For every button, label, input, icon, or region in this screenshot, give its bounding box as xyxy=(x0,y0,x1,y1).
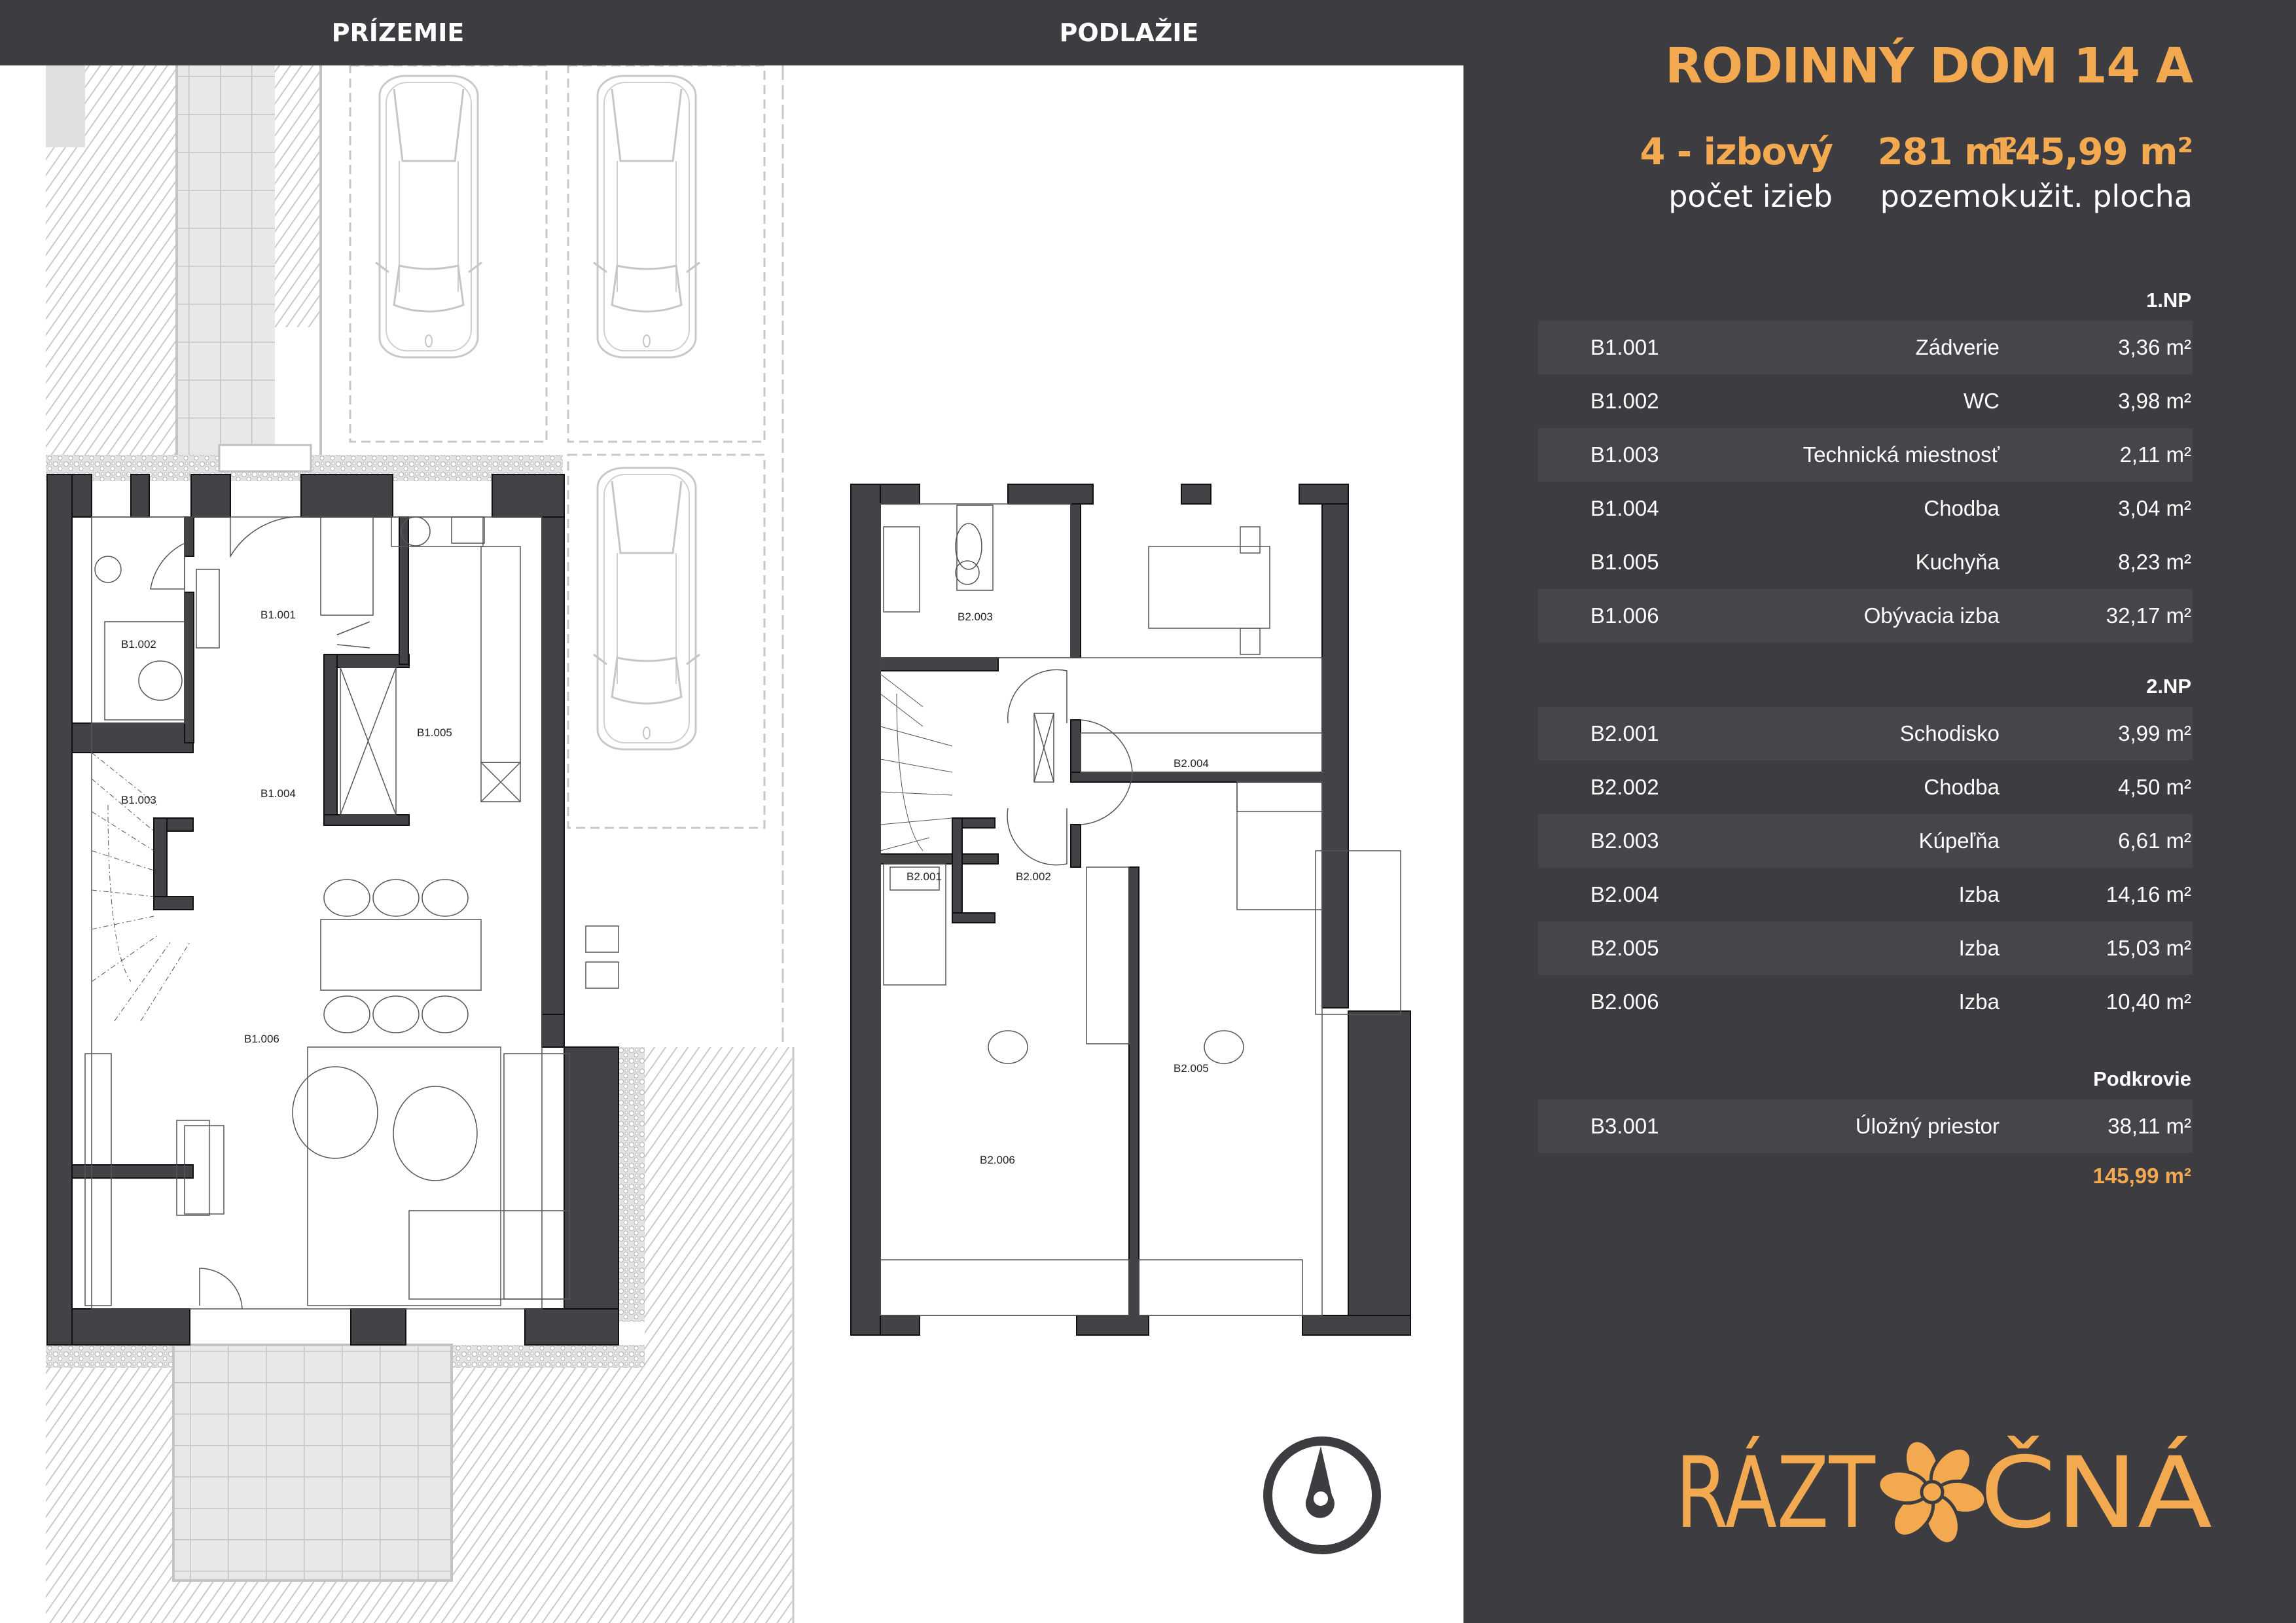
room-label-B1.006: B1.006 xyxy=(244,1033,279,1045)
room-name: Kuchyňa xyxy=(1915,550,2000,574)
room-label-B1.002: B1.002 xyxy=(121,638,156,651)
room-name: Obývacia izba xyxy=(1863,603,2000,628)
room-name: WC xyxy=(1964,389,2000,413)
room-area: 3,98 m² xyxy=(2118,389,2191,413)
north-arrow-icon xyxy=(1260,1433,1384,1558)
room-area: 8,23 m² xyxy=(2118,550,2191,574)
site-plan-drawing: B1.001 B1.002 B1.003 B1.004 B1.005 B1.00… xyxy=(46,65,1411,1623)
stat-rooms-value: 4 - izbový xyxy=(1640,131,1833,173)
room-code: B1.004 xyxy=(1590,496,1659,520)
logo-text-left: RÁZT xyxy=(1676,1436,1876,1544)
room-area: 14,16 m² xyxy=(2106,882,2191,906)
room-label-B1.003: B1.003 xyxy=(121,794,156,806)
room-name: Technická miestnosť xyxy=(1803,442,2000,467)
room-table-attic: Podkrovie B3.001 Úložný priestor 38,11 m… xyxy=(1538,1059,2193,1199)
section-heading: 2.NP xyxy=(2146,675,2191,698)
room-area: 4,50 m² xyxy=(2118,775,2191,799)
room-code: B2.001 xyxy=(1590,721,1659,745)
table-row: B1.004 Chodba 3,04 m² xyxy=(1538,482,2193,535)
table-row: B2.005 Izba 15,03 m² xyxy=(1538,921,2193,975)
room-code: B1.003 xyxy=(1590,442,1659,467)
table-row: B1.002 WC 3,98 m² xyxy=(1538,374,2193,428)
room-name: Izba xyxy=(1958,882,2000,906)
table-row: B2.004 Izba 14,16 m² xyxy=(1538,868,2193,921)
room-area: 3,36 m² xyxy=(2118,335,2191,359)
tab-ground-floor[interactable]: PRÍZEMIE xyxy=(331,18,465,47)
room-area: 32,17 m² xyxy=(2106,603,2191,628)
room-area: 3,99 m² xyxy=(2118,721,2191,745)
room-label-B2.004: B2.004 xyxy=(1174,757,1209,770)
room-label-B2.003: B2.003 xyxy=(958,611,993,623)
table-row: B1.006 Obývacia izba 32,17 m² xyxy=(1538,589,2193,643)
room-code: B1.006 xyxy=(1590,603,1659,628)
room-label-B1.001: B1.001 xyxy=(260,609,296,621)
section-heading: 1.NP xyxy=(2146,289,2191,312)
table-row: B3.001 Úložný priestor 38,11 m² xyxy=(1538,1099,2193,1153)
room-area: 10,40 m² xyxy=(2106,990,2191,1014)
room-name: Izba xyxy=(1958,990,2000,1014)
room-code: B1.005 xyxy=(1590,550,1659,574)
stat-usable-area-label: užit. plocha xyxy=(2018,179,2193,214)
room-label-B2.001: B2.001 xyxy=(906,870,942,883)
room-name: Zádverie xyxy=(1915,335,2000,359)
room-code: B2.003 xyxy=(1590,829,1659,853)
stat-plot-label: pozemok xyxy=(1880,179,2017,214)
room-code: B2.004 xyxy=(1590,882,1659,906)
table-row: B2.002 Chodba 4,50 m² xyxy=(1538,760,2193,814)
flower-icon xyxy=(1876,1438,1988,1546)
table-row: B2.001 Schodisko 3,99 m² xyxy=(1538,707,2193,760)
tab-upper-floor[interactable]: PODLAŽIE xyxy=(1059,18,1199,47)
table-row: B1.001 Zádverie 3,36 m² xyxy=(1538,321,2193,374)
room-name: Chodba xyxy=(1924,775,2000,799)
floor-header-bar: PRÍZEMIE PODLAŽIE xyxy=(0,0,1463,65)
room-code: B2.006 xyxy=(1590,990,1659,1014)
table-row: B1.005 Kuchyňa 8,23 m² xyxy=(1538,535,2193,589)
room-name: Úložný priestor xyxy=(1855,1114,2000,1138)
room-code: B2.005 xyxy=(1590,936,1659,960)
room-area: 15,03 m² xyxy=(2106,936,2191,960)
table-row: B1.003 Technická miestnosť 2,11 m² xyxy=(1538,428,2193,482)
logo-text-right: ČNÁ xyxy=(1980,1435,2212,1544)
room-area: 38,11 m² xyxy=(2108,1114,2191,1138)
room-area: 6,61 m² xyxy=(2118,829,2191,853)
house-title: RODINNÝ DOM 14 A xyxy=(1665,38,2193,94)
room-table-2np: 2.NP B2.001 Schodisko 3,99 m² B2.002 Cho… xyxy=(1538,666,2193,1029)
stat-rooms: 4 - izbový počet izieb xyxy=(1640,131,1833,214)
room-area: 2,11 m² xyxy=(2119,442,2191,467)
stat-plot-value: 281 m² xyxy=(1877,131,2018,173)
total-area: 145,99 m² xyxy=(2092,1164,2191,1188)
stat-usable-area: 145,99 m² užit. plocha xyxy=(1990,131,2193,214)
room-name: Schodisko xyxy=(1899,721,2000,745)
table-row: B2.006 Izba 10,40 m² xyxy=(1538,975,2193,1029)
room-label-B1.004: B1.004 xyxy=(260,787,296,800)
stat-usable-area-value: 145,99 m² xyxy=(1990,131,2193,173)
room-label-B2.005: B2.005 xyxy=(1174,1062,1209,1075)
room-area: 3,04 m² xyxy=(2118,496,2191,520)
room-label-B2.006: B2.006 xyxy=(980,1154,1015,1166)
room-code: B3.001 xyxy=(1590,1114,1659,1138)
room-table-1np: 1.NP B1.001 Zádverie 3,36 m² B1.002 WC 3… xyxy=(1538,280,2193,643)
room-name: Chodba xyxy=(1924,496,2000,520)
room-label-B1.005: B1.005 xyxy=(417,726,452,739)
room-name: Izba xyxy=(1958,936,2000,960)
stat-rooms-label: počet izieb xyxy=(1668,179,1833,214)
room-code: B1.001 xyxy=(1590,335,1659,359)
room-name: Kúpeľňa xyxy=(1918,829,2000,853)
stat-plot: 281 m² pozemok xyxy=(1877,131,2018,214)
room-code: B1.002 xyxy=(1590,389,1659,413)
section-heading: Podkrovie xyxy=(2093,1067,2191,1090)
brand-logo: RÁZT ČNÁ xyxy=(1676,1420,2212,1550)
room-label-B2.002: B2.002 xyxy=(1016,870,1051,883)
table-row: B2.003 Kúpeľňa 6,61 m² xyxy=(1538,814,2193,868)
room-code: B2.002 xyxy=(1590,775,1659,799)
info-panel: RODINNÝ DOM 14 A 4 - izbový počet izieb … xyxy=(1463,0,2296,1623)
